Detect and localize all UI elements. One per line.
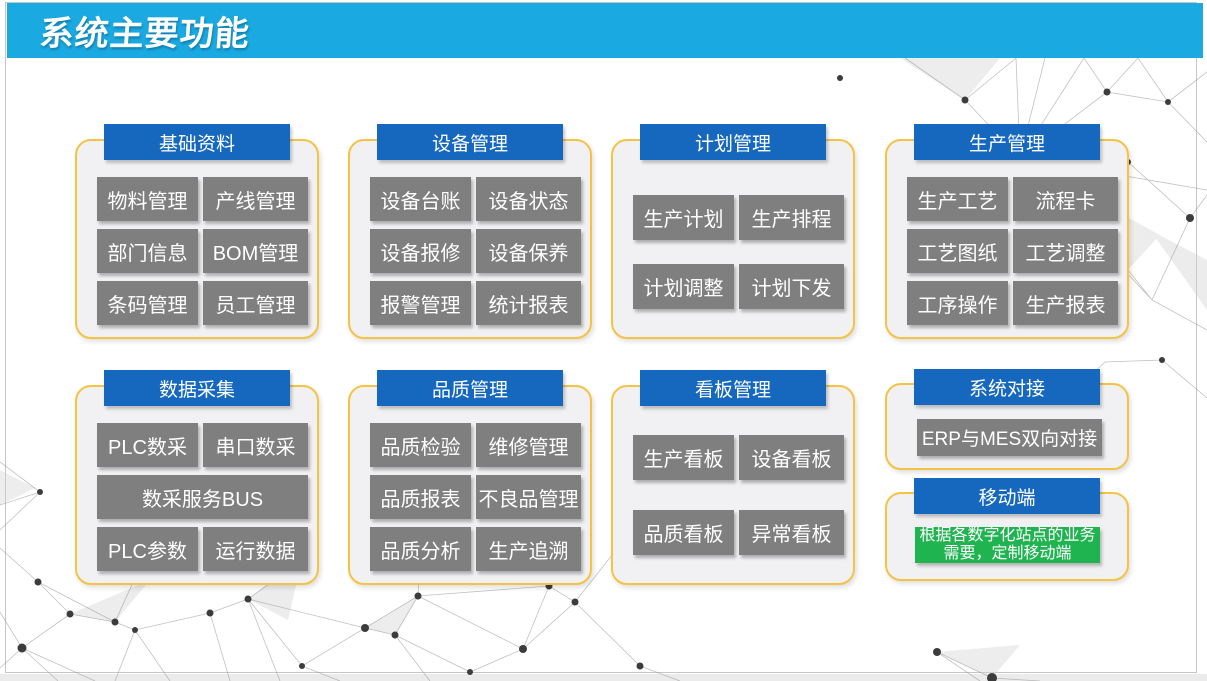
- module-item: 工艺图纸: [907, 229, 1008, 273]
- module-item: 流程卡: [1013, 177, 1118, 221]
- module-item: 品质报表: [370, 475, 471, 519]
- panel-integration: 系统对接 ERP与MES双向对接: [885, 369, 1129, 470]
- mobile-note-line: 根据各数字化站点的业务: [919, 527, 1096, 544]
- panel-plan-tab: 计划管理: [640, 124, 826, 160]
- module-item: 计划下发: [739, 264, 844, 309]
- panel-basic-data: 基础资料 物料管理 产线管理 部门信息 BOM管理 条码管理 员工管理: [75, 124, 319, 339]
- module-item: 生产看板: [633, 435, 734, 480]
- module-item: 物料管理: [97, 177, 198, 221]
- page-title: 系统主要功能: [38, 15, 252, 53]
- module-item: 设备状态: [476, 177, 581, 221]
- module-item: 维修管理: [476, 423, 581, 467]
- module-item: 统计报表: [476, 281, 581, 325]
- module-item: 品质分析: [370, 527, 471, 571]
- module-item: ERP与MES双向对接: [917, 419, 1102, 456]
- mobile-note-box: 根据各数字化站点的业务 需要，定制移动端: [915, 527, 1100, 563]
- module-item: 工序操作: [907, 281, 1008, 325]
- panel-mobile: 移动端 根据各数字化站点的业务 需要，定制移动端: [885, 478, 1129, 581]
- module-item: 生产计划: [633, 195, 734, 240]
- module-item: PLC数采: [97, 423, 198, 467]
- module-item: 产线管理: [203, 177, 308, 221]
- panel-plan: 计划管理 生产计划 生产排程 计划调整 计划下发: [611, 124, 855, 339]
- module-item: 生产工艺: [907, 177, 1008, 221]
- module-item: 员工管理: [203, 281, 308, 325]
- module-item: 异常看板: [739, 510, 844, 555]
- panel-production-tab: 生产管理: [914, 124, 1100, 160]
- module-item: 品质看板: [633, 510, 734, 555]
- module-item: PLC参数: [97, 527, 198, 571]
- module-item: 运行数据: [203, 527, 308, 571]
- mobile-note-line: 需要，定制移动端: [943, 545, 1072, 562]
- module-item: 报警管理: [370, 281, 471, 325]
- panel-quality: 品质管理 品质检验 维修管理 品质报表 不良品管理 品质分析 生产追溯: [348, 370, 592, 585]
- panel-basic-data-tab: 基础资料: [104, 124, 290, 160]
- module-item: 生产报表: [1013, 281, 1118, 325]
- module-item: 设备看板: [739, 435, 844, 480]
- slide-header-bar: 系统主要功能: [7, 3, 1203, 58]
- module-item: 品质检验: [370, 423, 471, 467]
- panel-kanban-tab: 看板管理: [640, 370, 826, 406]
- panel-mobile-tab: 移动端: [914, 478, 1100, 514]
- slide-bottom-margin: [0, 674, 1207, 681]
- module-item: 设备保养: [476, 229, 581, 273]
- module-item: 设备报修: [370, 229, 471, 273]
- panel-quality-tab: 品质管理: [377, 370, 563, 406]
- module-item: 条码管理: [97, 281, 198, 325]
- module-item: 部门信息: [97, 229, 198, 273]
- panel-equipment: 设备管理 设备台账 设备状态 设备报修 设备保养 报警管理 统计报表: [348, 124, 592, 339]
- module-item: 生产追溯: [476, 527, 581, 571]
- module-item: BOM管理: [203, 229, 308, 273]
- module-item: 工艺调整: [1013, 229, 1118, 273]
- panel-kanban: 看板管理 生产看板 设备看板 品质看板 异常看板: [611, 370, 855, 585]
- panel-data-collection-tab: 数据采集: [104, 370, 290, 406]
- panel-data-collection: 数据采集 PLC数采 串口数采 数采服务BUS PLC参数 运行数据: [75, 370, 319, 585]
- module-item: 不良品管理: [476, 475, 581, 519]
- panel-production: 生产管理 生产工艺 流程卡 工艺图纸 工艺调整 工序操作 生产报表: [885, 124, 1129, 339]
- panel-integration-tab: 系统对接: [914, 369, 1100, 405]
- module-item: 串口数采: [203, 423, 308, 467]
- panel-equipment-tab: 设备管理: [377, 124, 563, 160]
- module-item: 设备台账: [370, 177, 471, 221]
- module-item: 数采服务BUS: [97, 475, 308, 519]
- module-item: 计划调整: [633, 264, 734, 309]
- module-item: 生产排程: [739, 195, 844, 240]
